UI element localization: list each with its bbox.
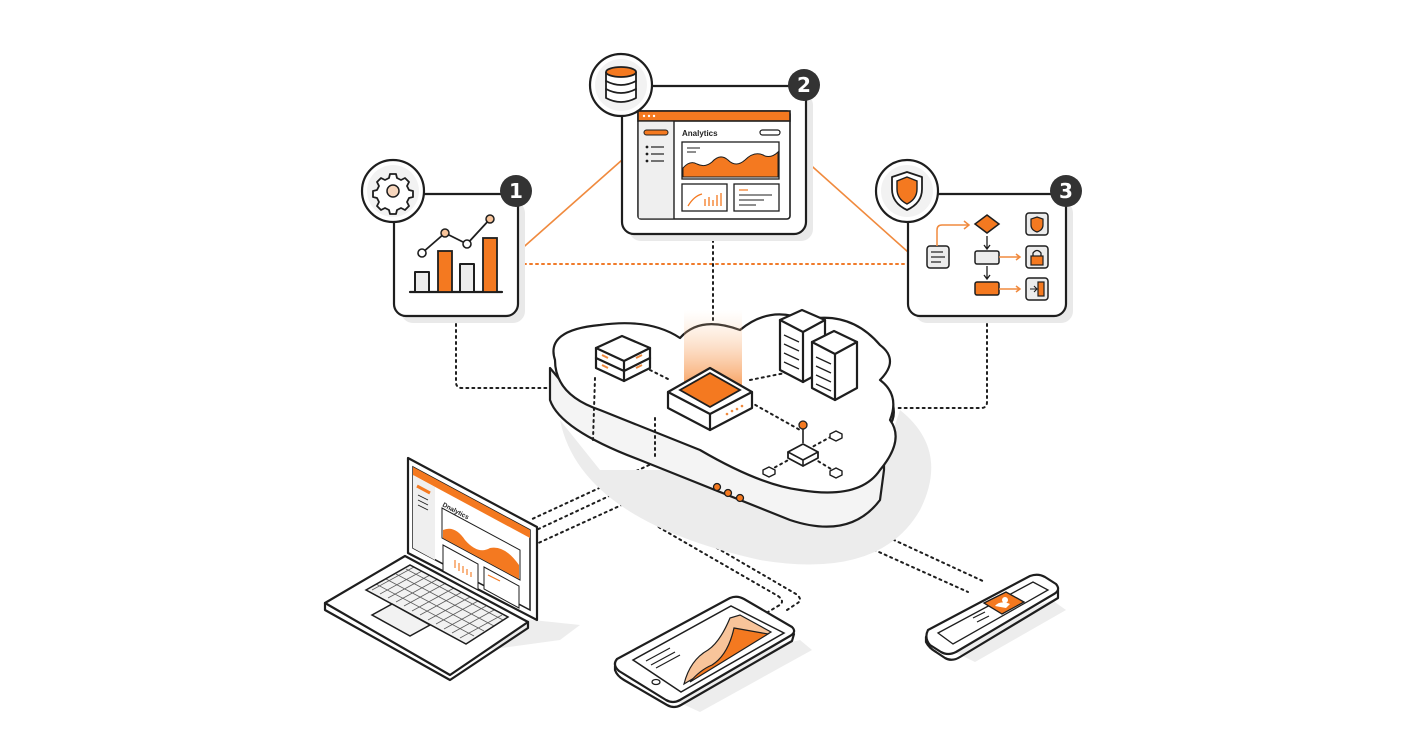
panel-2: Analytics 2 xyxy=(588,52,820,241)
analytics-title: Analytics xyxy=(682,129,718,138)
shield-icon xyxy=(874,158,940,224)
laptop-device: Dnalytics xyxy=(323,456,580,682)
tablet-home-button xyxy=(651,678,661,686)
status-lights xyxy=(712,482,745,503)
database-icon xyxy=(588,52,654,118)
step-badge-1: 1 xyxy=(500,175,532,207)
svg-text:1: 1 xyxy=(509,179,523,203)
svg-text:2: 2 xyxy=(797,73,811,97)
step-badge-2: 2 xyxy=(788,69,820,101)
bar-line-chart xyxy=(408,214,504,294)
step-badge-3: 3 xyxy=(1050,175,1082,207)
gear-icon xyxy=(360,158,426,224)
connector-1-2 xyxy=(517,159,623,253)
analytics-window: Analytics xyxy=(637,110,791,220)
toggle-pill xyxy=(759,129,781,136)
cloud-platform xyxy=(548,308,932,565)
network-hub xyxy=(762,420,843,479)
phone-device xyxy=(924,573,1066,662)
trackpad xyxy=(370,603,432,637)
decision-diamond xyxy=(973,214,1001,234)
storage-box xyxy=(594,334,652,383)
tablet-device xyxy=(613,595,812,712)
panel-1: 1 xyxy=(360,158,532,323)
panel-3: 3 xyxy=(874,158,1082,323)
server-rack-2 xyxy=(810,329,859,402)
central-processor xyxy=(666,310,754,432)
connector-1-cloud xyxy=(455,317,551,389)
svg-text:3: 3 xyxy=(1059,179,1073,203)
keyboard xyxy=(364,564,510,645)
connector-3-cloud xyxy=(894,317,988,409)
connector-2-3 xyxy=(804,159,909,253)
security-workflow xyxy=(926,212,1049,301)
